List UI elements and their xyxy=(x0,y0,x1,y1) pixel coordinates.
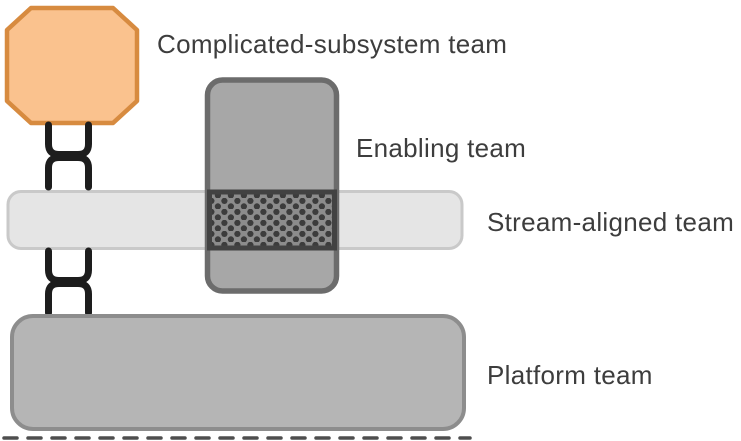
stream-aligned-team-label: Stream-aligned team xyxy=(487,207,734,237)
enabling-team-shape xyxy=(204,77,340,294)
xaas-connector-icon-bottom xyxy=(45,247,92,317)
enabling-stream-overlap xyxy=(207,189,337,251)
xaas-connector-icon-top xyxy=(45,121,92,191)
xaas-upper-bracket xyxy=(45,247,92,284)
xaas-upper-bracket xyxy=(45,121,92,158)
xaas-lower-bracket xyxy=(45,154,92,191)
platform-team-shape xyxy=(10,314,466,431)
complicated-subsystem-team-shape xyxy=(4,5,140,126)
enabling-team-label: Enabling team xyxy=(356,133,526,163)
xaas-lower-bracket xyxy=(45,280,92,317)
platform-team-label: Platform team xyxy=(487,360,653,390)
complicated-subsystem-team-label: Complicated-subsystem team xyxy=(157,29,507,59)
